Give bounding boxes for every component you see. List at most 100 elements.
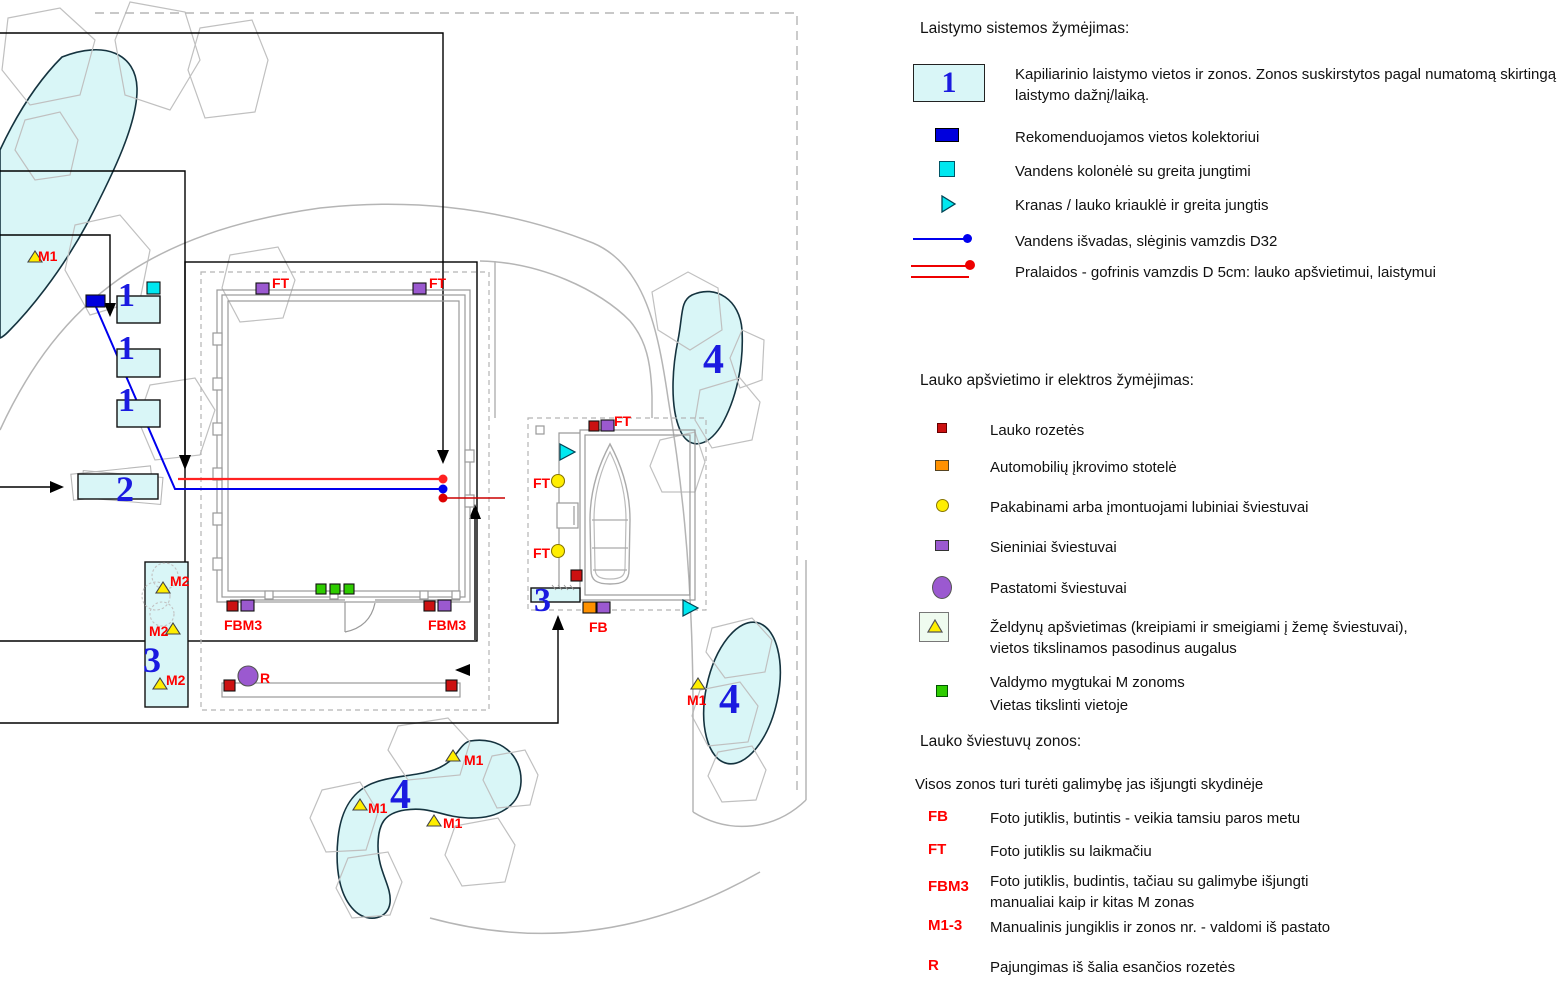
wall-light-icon — [600, 419, 615, 432]
water-column-icon — [146, 281, 161, 295]
water-pipe-end-dot — [438, 484, 448, 494]
conduit-end-dot — [438, 493, 448, 503]
marker-label-m2: M2 — [149, 623, 169, 639]
site-plan: 1 1 1 2 3 3 4 4 4 M1 FT FT FBM3 FBM3 R M… — [0, 1, 807, 935]
marker-label-fbm3: FBM3 — [224, 617, 262, 633]
plant-light-triangle-icon — [927, 619, 943, 633]
hatch-marks — [551, 584, 575, 591]
legend-item-ft: Foto jutiklis su laikmačiu — [990, 843, 1152, 860]
wall-light-icon — [240, 599, 255, 612]
plant-light-icons — [26, 249, 707, 827]
wall-light-square-icon — [935, 540, 949, 551]
main-building — [200, 271, 490, 711]
legend-item-tap: Kranas / lauko kriauklė ir greita jungti… — [1015, 197, 1269, 214]
outdoor-socket-icon — [588, 420, 600, 432]
ev-charger-square-icon — [935, 460, 949, 471]
legend-item-r: Pajungimas iš šalia esančios rozetės — [990, 959, 1236, 976]
control-button-square-icon — [936, 685, 948, 697]
collector-square-icon — [935, 128, 959, 142]
legend-item-fbm3: Foto jutiklis, budintis, tačiau su galim… — [990, 873, 1309, 911]
legend-item-capillary: Kapiliarinio laistymo vietos ir zonos. Z… — [1015, 66, 1557, 104]
planting-zones — [0, 48, 782, 920]
outdoor-socket-icon — [423, 600, 436, 612]
marker-label-m1: M1 — [38, 248, 58, 264]
marker-label-m1: M1 — [368, 800, 388, 816]
legend-item-plant-lighting: Želdynų apšvietimas (kreipiami ir smeigi… — [990, 619, 1408, 657]
marker-label-ft: FT — [533, 475, 551, 491]
ceiling-light-icon — [550, 543, 566, 559]
planting-blob-lower-right — [702, 621, 782, 765]
plan-markers — [85, 281, 615, 692]
marker-label-m2: M2 — [166, 672, 186, 688]
wall-light-icon — [255, 282, 270, 295]
legend-item-fb: Foto jutiklis, butintis - veikia tamsiu … — [990, 810, 1301, 827]
code-fb: FB — [928, 808, 948, 825]
marker-label-ft: FT — [614, 413, 632, 429]
plant-light-triangle-icon — [164, 621, 182, 635]
control-button-icon — [343, 583, 355, 595]
collector-icon — [85, 294, 106, 308]
zone-label-4: 4 — [719, 677, 740, 723]
zone-label-3: 3 — [534, 582, 551, 619]
red-line-icon — [911, 265, 969, 267]
water-pipe-blue — [95, 306, 443, 490]
plant-light-triangle-icon — [154, 580, 172, 594]
marker-label-m2: M2 — [170, 573, 190, 589]
plant-light-triangle-icon — [689, 676, 707, 690]
zone-box-icon: 1 — [913, 64, 985, 102]
zone-label-4: 4 — [390, 772, 411, 818]
tap-icons — [559, 443, 700, 617]
control-button-icon — [329, 583, 341, 595]
legend-item-conduit: Pralaidos - gofrinis vamzdis D 5cm: lauk… — [1015, 264, 1436, 281]
wall-light-icon — [437, 599, 452, 612]
outdoor-socket-icon — [570, 569, 583, 582]
outdoor-socket-icon — [223, 679, 236, 692]
boat-outline — [589, 442, 631, 585]
legend-item-ceiling-lights: Pakabinami arba įmontuojami lubiniai švi… — [990, 499, 1309, 516]
planting-blob-top-left — [0, 48, 138, 339]
code-ft: FT — [928, 841, 947, 858]
red-line-icon — [911, 276, 969, 278]
marker-label-ft: FT — [429, 275, 447, 291]
blue-line-icon — [913, 238, 965, 240]
control-button-icon — [315, 583, 327, 595]
legend-panel: Laistymo sistemos žymėjimas: 1 Kapiliari… — [905, 0, 1563, 999]
legend-zones-note: Visos zonos turi turėti galimybę jas išj… — [915, 776, 1264, 793]
water-column-square-icon — [939, 161, 955, 177]
zone-numerals: 1 1 1 2 3 3 4 4 4 — [116, 277, 740, 818]
callout-arrowheads — [50, 303, 564, 676]
code-r: R — [928, 957, 939, 974]
marker-label-m1: M1 — [443, 815, 463, 831]
outdoor-socket-square-icon — [937, 423, 947, 433]
code-fbm3: FBM3 — [928, 878, 969, 895]
standing-light-circle-icon — [932, 576, 952, 599]
zone-label-1: 1 — [118, 382, 135, 419]
outdoor-socket-icon — [226, 600, 239, 612]
legend-item-water-column: Vandens kolonėlė su greita jungtimi — [1015, 163, 1251, 180]
legend-item-control-buttons: Valdymo mygtukai M zonoms — [990, 674, 1185, 691]
callout-lines — [0, 32, 559, 724]
conduit-end-dot — [438, 474, 448, 484]
code-m13: M1-3 — [928, 917, 963, 934]
legend-item-ev-charger: Automobilių įkrovimo stotelė — [990, 459, 1177, 476]
marker-label-fbm3: FBM3 — [428, 617, 466, 633]
zone-label-1: 1 — [118, 330, 135, 367]
legend-item-wall-lights: Sieniniai šviestuvai — [990, 539, 1117, 556]
legend-irrigation-title: Laistymo sistemos žymėjimas: — [920, 20, 1130, 37]
marker-label-ft: FT — [272, 275, 290, 291]
zone-label-2: 2 — [116, 469, 134, 509]
legend-item-standing-lights: Pastatomi šviestuvai — [990, 580, 1127, 597]
blue-line-dot-icon — [963, 234, 972, 243]
marker-label-ft: FT — [533, 545, 551, 561]
tap-triangle-icon — [941, 195, 957, 213]
marker-labels: M1 FT FT FBM3 FBM3 R M2 M2 M2 FT FT FT F… — [38, 248, 707, 831]
tap-icon — [682, 599, 700, 617]
legend-item-control-buttons-note: Vietas tikslinti vietoje — [990, 697, 1129, 714]
planting-blob-s-shape — [336, 739, 522, 920]
zone2-rect — [77, 473, 159, 500]
tap-icon — [559, 443, 577, 461]
zone1-rect-a — [116, 295, 161, 324]
legend-item-sockets: Lauko rozetės — [990, 422, 1085, 439]
ev-charger-icon — [582, 601, 597, 614]
ceiling-light-circle-icon — [936, 499, 949, 512]
